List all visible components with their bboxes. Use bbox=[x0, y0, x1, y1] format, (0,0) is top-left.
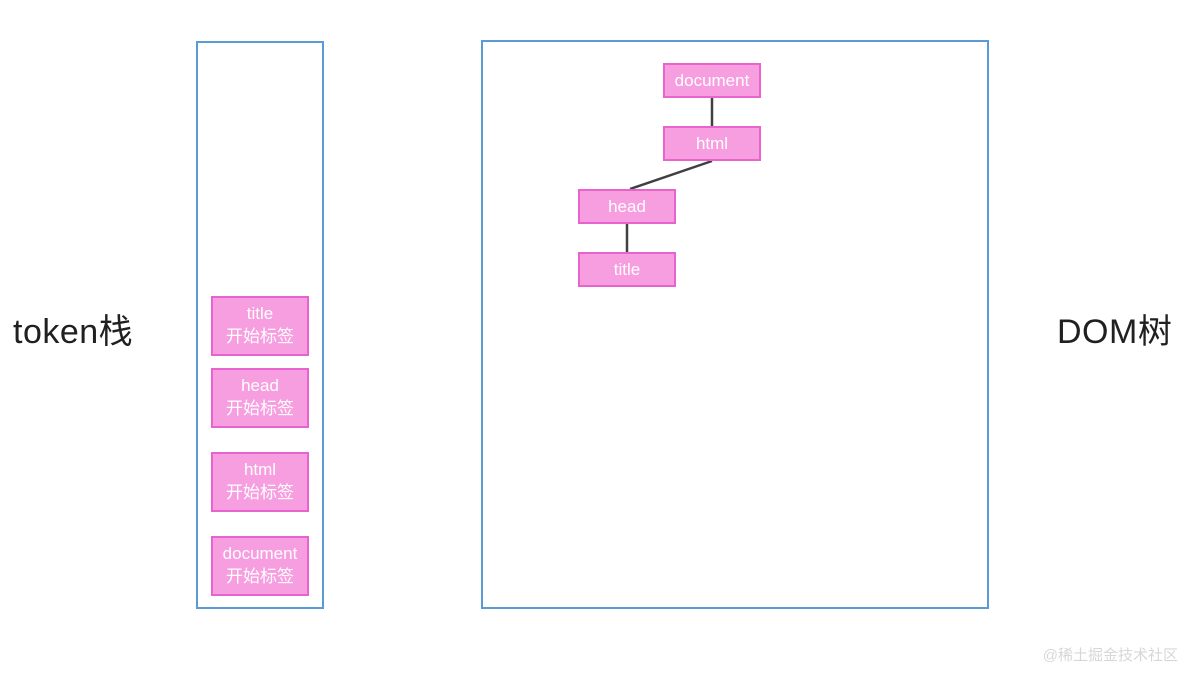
dom-node-label: head bbox=[608, 197, 646, 216]
dom-node-head[interactable]: head bbox=[578, 189, 676, 224]
dom-node-title[interactable]: title bbox=[578, 252, 676, 287]
token-item-kind: 开始标签 bbox=[226, 399, 294, 418]
token-item-name: title bbox=[246, 304, 274, 324]
token-item-name: document bbox=[222, 544, 298, 564]
dom-node-label: html bbox=[695, 134, 729, 153]
token-item-kind: 开始标签 bbox=[226, 567, 294, 586]
dom-node-label: title bbox=[613, 260, 641, 279]
token-stack-label: token栈 bbox=[13, 313, 134, 351]
token-stack-item[interactable]: document 开始标签 bbox=[211, 536, 309, 596]
token-item-kind: 开始标签 bbox=[226, 327, 294, 346]
dom-node-label: document bbox=[674, 71, 750, 90]
token-item-name: head bbox=[241, 376, 279, 396]
token-stack-item[interactable]: head 开始标签 bbox=[211, 368, 309, 428]
watermark: @稀土掘金技术社区 bbox=[1042, 647, 1178, 664]
token-stack-item[interactable]: title 开始标签 bbox=[211, 296, 309, 356]
token-item-kind: 开始标签 bbox=[226, 483, 294, 502]
token-item-name: html bbox=[243, 460, 277, 480]
dom-node-document[interactable]: document bbox=[663, 63, 761, 98]
token-stack-item[interactable]: html 开始标签 bbox=[211, 452, 309, 512]
dom-node-html[interactable]: html bbox=[663, 126, 761, 161]
dom-tree-label: DOM树 bbox=[1057, 313, 1173, 351]
